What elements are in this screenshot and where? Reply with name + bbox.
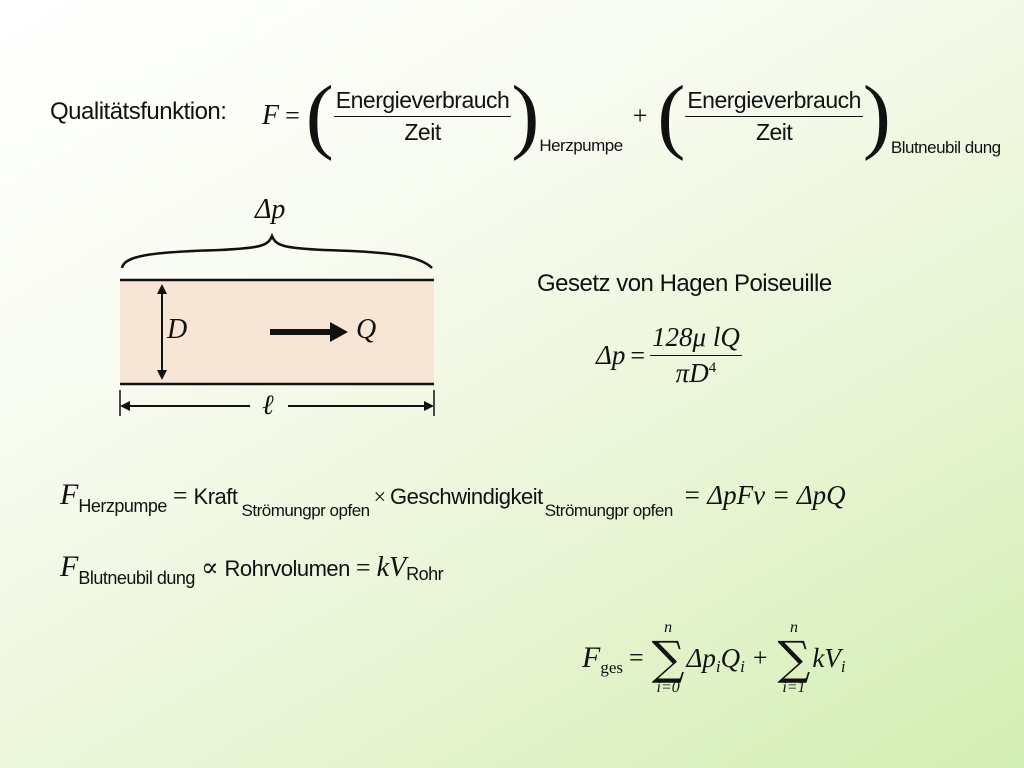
herz-times: × — [373, 484, 387, 509]
ges-term1b: Q — [720, 642, 741, 673]
paren-close-1: ) — [511, 69, 540, 162]
flow-arrow-head — [330, 322, 348, 342]
length-label: ℓ — [262, 390, 274, 421]
pipe-diagram — [119, 232, 435, 416]
blut-V-sub: Rohr — [406, 564, 444, 584]
sum-1: n ∑ i=0 — [652, 620, 685, 696]
ges-F: F — [582, 641, 601, 674]
hagen-lhs: Δp — [596, 340, 626, 370]
blut-kV: kV — [376, 552, 407, 583]
quality-plus: + — [632, 101, 648, 130]
blutneubildung-equation: F Blutneubil dung ∝ Rohrvolumen = kV Roh… — [60, 550, 444, 588]
quality-sub-blutneubildung: Blutneubil dung — [890, 138, 1001, 157]
blut-rohrvolumen: Rohrvolumen — [224, 556, 351, 581]
paren-open-2: ( — [657, 69, 686, 162]
herz-kraft: Kraft — [193, 484, 238, 509]
flow-label: Q — [356, 314, 377, 345]
sum-1-sigma: ∑ — [651, 631, 685, 685]
hagen-poiseuille-title: Gesetz von Hagen Poiseuille — [537, 270, 832, 297]
herz-eq1: = — [172, 481, 188, 510]
hagen-poiseuille-formula: Δp = 128μ lQ πD4 — [596, 322, 742, 389]
sum-1-upper: n — [664, 619, 673, 636]
ges-term1: Δp — [686, 642, 716, 673]
total-quality-equation: F ges = n ∑ i=0 Δp i Q i + n ∑ i=1 kV i — [582, 620, 846, 696]
quality-label: Qualitätsfunktion: — [50, 98, 227, 125]
quality-function-formula: F = ( Energieverbrauch Zeit ) Herzpumpe … — [262, 74, 1001, 158]
blut-F: F — [60, 550, 79, 583]
hagen-denominator-base: πD — [675, 358, 709, 388]
herz-kraft-sub: Strömungpr opfen — [241, 501, 371, 520]
blut-eq: = — [355, 553, 371, 582]
sum-2-upper: n — [789, 619, 798, 636]
energy-per-time-fraction-2: Energieverbrauch Zeit — [685, 87, 863, 146]
delta-p-label: Δp — [255, 194, 286, 225]
sum-2-lower: i=1 — [782, 679, 806, 696]
blut-F-sub: Blutneubil dung — [78, 568, 195, 588]
herz-geschw-sub: Strömungpr opfen — [544, 501, 674, 520]
herz-F-sub: Herzpumpe — [78, 496, 167, 516]
ges-term2-sub: i — [840, 657, 846, 676]
fraction-1-numerator: Energieverbrauch — [333, 87, 512, 117]
ges-F-sub: ges — [600, 658, 623, 677]
ges-eq: = — [629, 643, 644, 672]
quality-eq: = — [285, 101, 300, 130]
quality-F: F — [262, 100, 280, 131]
energy-per-time-fraction-1: Energieverbrauch Zeit — [333, 87, 512, 146]
herz-tail: = ΔpFv = ΔpQ — [682, 480, 846, 510]
paren-open-1: ( — [305, 69, 334, 162]
hagen-numerator: 128μ lQ — [650, 322, 742, 356]
herz-F: F — [60, 478, 79, 511]
fraction-2-numerator: Energieverbrauch — [685, 87, 863, 117]
curly-brace — [120, 232, 433, 269]
sum-1-lower: i=0 — [656, 679, 680, 696]
sum-2: n ∑ i=1 — [778, 620, 811, 696]
hagen-denominator: πD4 — [676, 356, 717, 389]
fraction-1-denominator: Zeit — [404, 118, 441, 145]
paren-close-2: ) — [862, 69, 891, 162]
diameter-label: D — [167, 314, 188, 345]
quality-sub-herzpumpe: Herzpumpe — [539, 136, 623, 155]
herzpumpe-equation: F Herzpumpe = Kraft Strömungpr opfen × G… — [60, 478, 846, 520]
blut-prop: ∝ — [200, 553, 219, 582]
ges-term1-sub: i — [715, 657, 721, 676]
hagen-denominator-exp: 4 — [708, 360, 717, 376]
fraction-2-denominator: Zeit — [755, 118, 793, 145]
ges-plus: + — [752, 643, 768, 672]
hagen-eq: = — [630, 340, 646, 370]
herz-geschwindigkeit: Geschwindigkeit — [390, 484, 543, 509]
ges-term2: kV — [812, 642, 841, 673]
hagen-fraction: 128μ lQ πD4 — [650, 322, 742, 389]
sum-2-sigma: ∑ — [777, 631, 811, 685]
ges-term1b-sub: i — [740, 657, 745, 676]
